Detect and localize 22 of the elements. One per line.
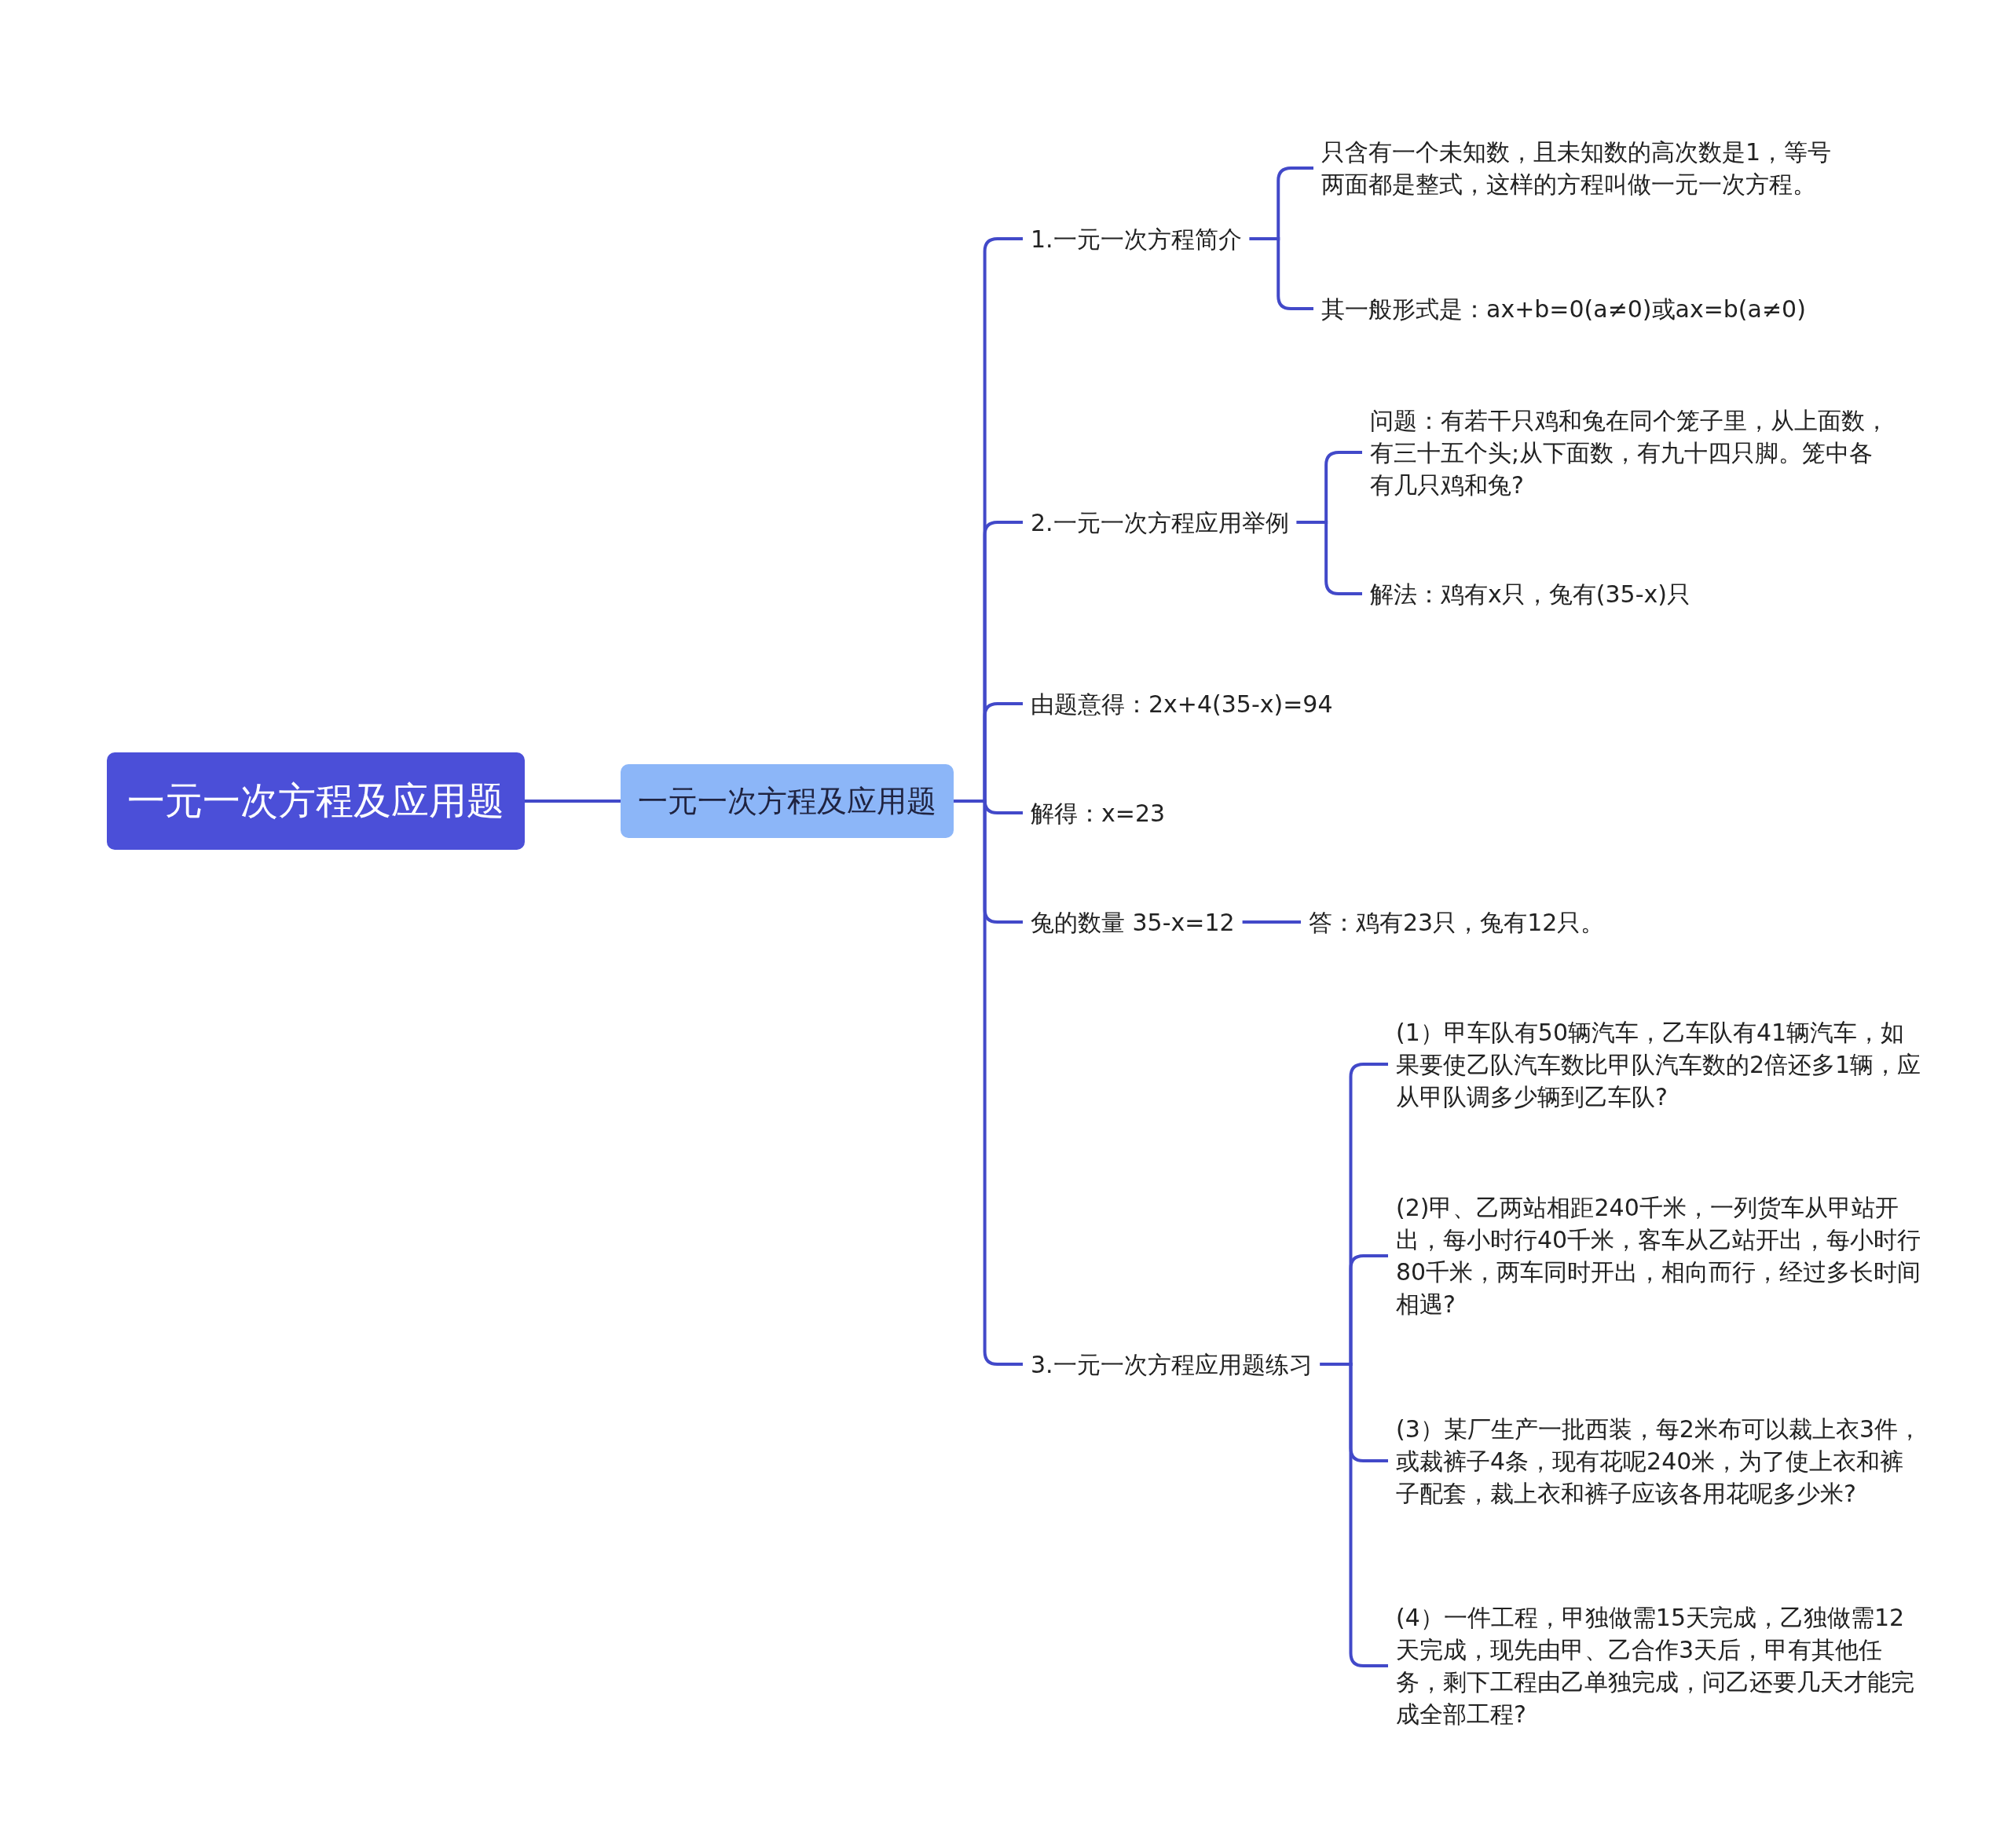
topic-text: (1）甲车队有50辆汽车，乙车队有41辆汽车，如果要使乙队汽车数比甲队汽车数的2倍还多1辆，应从甲队调多少辆到乙车队? (1388, 1015, 1930, 1113)
topic-text: 兔的数量 35-x=12 (1023, 906, 1243, 939)
topic-text: 只含有一个未知数，且未知数的高次数是1，等号两面都是整式，这样的方程叫做一元一次方程。 (1313, 136, 1855, 200)
topic-text: 2.一元一次方程应用举例 (1023, 506, 1297, 539)
topic-text: (4）一件工程，甲独做需15天完成，乙独做需12天完成，现先由甲、乙合作3天后，甲有其他任务，剩下工程由乙单独完成，问乙还要几天才能完成全部工程? (1388, 1601, 1930, 1730)
branch-line (1320, 1363, 1388, 1667)
branch-line (1249, 237, 1313, 310)
topic-text: 答：鸡有23只，兔有12只。 (1301, 906, 1613, 939)
topic-text: (2)甲、乙两站相距240千米，一列货车从甲站开出，每小时行40千米，客车从乙站开出，每小时行80千米，两车同时开出，相向而行，经过多长时间相遇? (1388, 1191, 1930, 1320)
topic-text: 1.一元一次方程简介 (1023, 222, 1250, 255)
main-topic-box: 一元一次方程及应用题 (621, 764, 954, 838)
topic-text: 问题：有若干只鸡和兔在同个笼子里，从上面数，有三十五个头;从下面数，有九十四只脚。笼中各有几只鸡和兔? (1362, 404, 1896, 501)
branch-line (525, 800, 621, 803)
branch-line (1296, 521, 1362, 595)
topic-text: 解法：鸡有x只，兔有(35-x)只 (1362, 577, 1698, 610)
topic-text: 其一般形式是：ax+b=0(a≠0)或ax=b(a≠0) (1313, 292, 1814, 325)
topic-text: (3）某厂生产一批西装，每2米布可以裁上衣3件，或裁裤子4条，现有花呢240米，为了使上衣和裤子配套，裁上衣和裤子应该各用花呢多少米? (1388, 1412, 1930, 1510)
topic-text: 解得：x=23 (1023, 796, 1174, 829)
branch-line (1242, 920, 1301, 924)
topic-text: 3.一元一次方程应用题练习 (1023, 1348, 1321, 1381)
topic-text: 由题意得：2x+4(35-x)=94 (1023, 687, 1341, 720)
root-topic-box: 一元一次方程及应用题 (107, 752, 525, 850)
